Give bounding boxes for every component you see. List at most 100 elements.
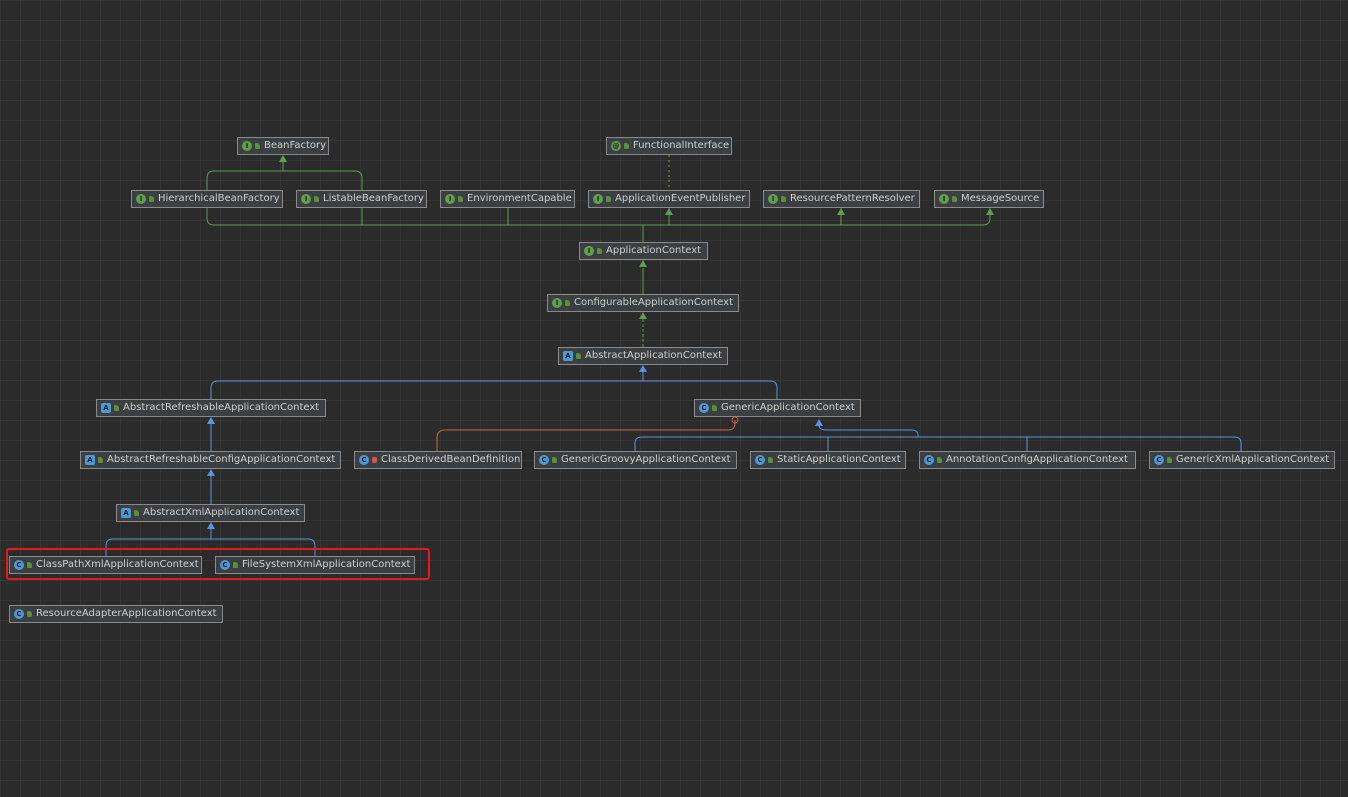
inner-class-marker [731, 416, 739, 424]
edge-inner-class [436, 420, 736, 451]
node-label: EnvironmentCapable [467, 193, 572, 204]
edge-bean-factory [206, 170, 363, 190]
node-label: ClassPathXmlApplicationContext [36, 559, 199, 570]
public-visibility-icon [576, 353, 581, 359]
abstract-class-icon: A [563, 351, 573, 361]
node-file-system-xml-application-context[interactable]: C FileSystemXmlApplicationContext [215, 556, 415, 574]
node-generic-application-context[interactable]: C GenericApplicationContext [694, 399, 861, 417]
public-visibility-icon [458, 196, 463, 202]
selection-highlight-box [6, 548, 430, 580]
annotation-icon: @ [611, 141, 621, 151]
abstract-class-icon: A [85, 455, 95, 465]
node-label: AbstractApplicationContext [585, 350, 723, 361]
edge-generic-bus [634, 436, 1242, 451]
node-label: AnnotationConfigApplicationContext [946, 454, 1128, 465]
arrow-configurable [639, 312, 647, 319]
class-icon: C [924, 455, 934, 465]
node-abstract-xml-application-context[interactable]: A AbstractXmlApplicationContext [116, 504, 305, 522]
arrow-generic [815, 419, 823, 426]
interface-icon: I [768, 194, 778, 204]
node-environment-capable[interactable]: I EnvironmentCapable [440, 190, 575, 208]
node-application-event-publisher[interactable]: I ApplicationEventPublisher [588, 190, 750, 208]
public-visibility-icon [98, 457, 103, 463]
public-visibility-icon [27, 562, 32, 568]
node-label: ResourceAdapterApplicationContext [36, 608, 217, 619]
public-visibility-icon [606, 196, 611, 202]
node-label: ResourcePatternResolver [790, 193, 915, 204]
node-label: ListableBeanFactory [323, 193, 424, 204]
node-label: GenericGroovyApplicationContext [561, 454, 731, 465]
node-abstract-refreshable-application-context[interactable]: A AbstractRefreshableApplicationContext [96, 399, 326, 417]
node-label: GenericApplicationContext [721, 402, 855, 413]
node-resource-pattern-resolver[interactable]: I ResourcePatternResolver [763, 190, 920, 208]
class-icon: C [755, 455, 765, 465]
class-icon: C [14, 560, 24, 570]
abstract-class-icon: A [101, 403, 111, 413]
public-visibility-icon [134, 510, 139, 516]
node-listable-bean-factory[interactable]: I ListableBeanFactory [296, 190, 427, 208]
node-annotation-config-application-context[interactable]: C AnnotationConfigApplicationContext [919, 451, 1136, 469]
class-icon: C [220, 560, 230, 570]
public-visibility-icon [1167, 457, 1172, 463]
public-visibility-icon [314, 196, 319, 202]
public-visibility-icon [552, 457, 557, 463]
public-visibility-icon [781, 196, 786, 202]
node-application-context[interactable]: I ApplicationContext [579, 242, 708, 260]
interface-icon: I [242, 141, 252, 151]
public-visibility-icon [233, 562, 238, 568]
arrow-refreshable [207, 417, 215, 424]
public-visibility-icon [114, 405, 119, 411]
private-visibility-icon [372, 457, 377, 463]
arrow-refreshable-config [207, 469, 215, 476]
node-functional-interface[interactable]: @ FunctionalInterface [606, 137, 732, 155]
arrow-abstract-xml [207, 522, 215, 529]
node-label: StaticApplicationContext [777, 454, 901, 465]
node-label: AbstractXmlApplicationContext [143, 507, 300, 518]
edge-application-context-bus [206, 208, 991, 226]
arrow-bean-factory [279, 155, 287, 162]
node-label: ConfigurableApplicationContext [574, 297, 733, 308]
node-abstract-application-context[interactable]: A AbstractApplicationContext [558, 347, 728, 365]
arrow-abstract-app-ctx [639, 365, 647, 372]
arrow-resource-resolver [837, 208, 845, 215]
node-resource-adapter-application-context[interactable]: C ResourceAdapterApplicationContext [9, 605, 223, 623]
node-label: AbstractRefreshableApplicationContext [123, 402, 320, 413]
inner-class-icon: C [359, 455, 369, 465]
public-visibility-icon [149, 196, 154, 202]
node-class-path-xml-application-context[interactable]: C ClassPathXmlApplicationContext [9, 556, 202, 574]
node-generic-groovy-application-context[interactable]: C GenericGroovyApplicationContext [534, 451, 737, 469]
node-label: GenericXmlApplicationContext [1176, 454, 1330, 465]
node-label: FileSystemXmlApplicationContext [242, 559, 411, 570]
node-beanfactory[interactable]: I BeanFactory [237, 137, 329, 155]
node-label: ClassDerivedBeanDefinition [381, 454, 521, 465]
public-visibility-icon [768, 457, 773, 463]
node-abstract-refreshable-config-application-context[interactable]: A AbstractRefreshableConfigApplicationCo… [80, 451, 341, 469]
arrow-message-source [986, 208, 994, 215]
node-label: AbstractRefreshableConfigApplicationCont… [107, 454, 336, 465]
node-static-application-context[interactable]: C StaticApplicationContext [750, 451, 906, 469]
node-configurable-application-context[interactable]: I ConfigurableApplicationContext [547, 294, 739, 312]
node-label: ApplicationEventPublisher [615, 193, 746, 204]
class-icon: C [539, 455, 549, 465]
class-icon: C [699, 403, 709, 413]
node-label: BeanFactory [264, 140, 327, 151]
public-visibility-icon [624, 143, 629, 149]
node-message-source[interactable]: I MessageSource [934, 190, 1044, 208]
node-generic-xml-application-context[interactable]: C GenericXmlApplicationContext [1149, 451, 1335, 469]
public-visibility-icon [27, 611, 32, 617]
public-visibility-icon [597, 248, 602, 254]
interface-icon: I [136, 194, 146, 204]
node-class-derived-bean-definition[interactable]: C ClassDerivedBeanDefinition [354, 451, 522, 469]
node-label: FunctionalInterface [633, 140, 730, 151]
interface-icon: I [445, 194, 455, 204]
public-visibility-icon [565, 300, 570, 306]
public-visibility-icon [712, 405, 717, 411]
public-visibility-icon [937, 457, 942, 463]
edge-abstract-app-ctx-bus [210, 380, 778, 399]
edge-generic-stem [818, 421, 919, 437]
interface-icon: I [939, 194, 949, 204]
class-icon: C [1154, 455, 1164, 465]
node-hierarchical-bean-factory[interactable]: I HierarchicalBeanFactory [131, 190, 283, 208]
